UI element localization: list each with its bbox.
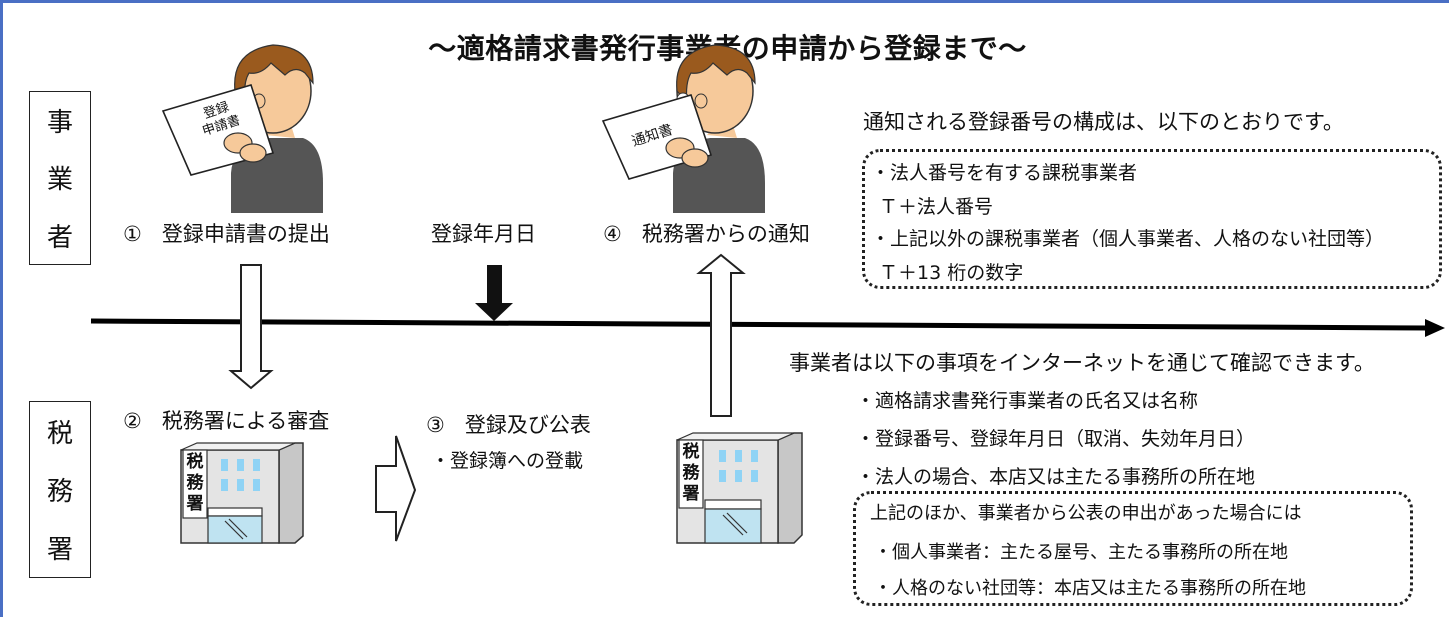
tax-office-label-box: 税 務 署 xyxy=(29,401,91,578)
internet-intro: 事業者は以下の事項をインターネットを通じて確認できます。 xyxy=(789,351,1375,375)
step3-text: 登録及び公表 xyxy=(464,413,591,437)
diagram-graphics xyxy=(90,44,1445,544)
sign-char: 署 xyxy=(682,484,700,504)
step1-number: ① xyxy=(123,222,142,246)
number-box-line4: Ｔ＋13 桁の数字 xyxy=(879,262,1024,284)
business-char: 者 xyxy=(46,222,73,253)
person-left-figure xyxy=(161,44,323,213)
internet-item-3: ・法人の場合、本店又は主たる事務所の所在地 xyxy=(856,466,1256,488)
tax-office-char: 署 xyxy=(46,535,73,566)
registration-number-box: ・法人番号を有する課税事業者 Ｔ＋法人番号 ・上記以外の課税事業者（個人事業者、… xyxy=(862,149,1442,289)
timeline-arrow xyxy=(90,318,1445,337)
sign-char: 税 xyxy=(186,452,204,472)
review-right-arrow xyxy=(375,435,417,542)
step4-label: ④ 税務署からの通知 xyxy=(603,218,810,248)
internet-item-2: ・登録番号、登録年月日（取消、失効年月日） xyxy=(856,428,1256,450)
business-char: 業 xyxy=(46,165,73,196)
tax-office-building-left xyxy=(180,442,304,544)
notice-intro: 通知される登録番号の構成は、以下のとおりです。 xyxy=(863,110,1344,134)
step2-number: ② xyxy=(123,409,142,433)
step1-text: 登録申請書の提出 xyxy=(161,222,330,246)
submit-down-arrow xyxy=(228,264,274,390)
step2-label: ② 税務署による審査 xyxy=(123,405,329,435)
tax-office-char: 税 xyxy=(46,418,73,449)
sign-char: 務 xyxy=(682,463,700,483)
extra-box-line3: ・人格のない社団等：本店又は主たる事務所の所在地 xyxy=(874,578,1306,599)
number-box-line1: ・法人番号を有する課税事業者 xyxy=(871,162,1138,184)
step4-text: 税務署からの通知 xyxy=(641,222,810,246)
sign-char: 税 xyxy=(682,442,700,462)
person-right-figure xyxy=(601,44,765,213)
business-label-box: 事 業 者 xyxy=(29,91,91,265)
tax-office-char: 務 xyxy=(46,476,73,507)
building-sign-left: 税 務 署 xyxy=(183,452,207,515)
sign-char: 署 xyxy=(186,494,204,514)
building-sign-right: 税 務 署 xyxy=(679,442,703,505)
internet-item-1: ・適格請求書発行事業者の氏名又は名称 xyxy=(856,390,1199,412)
registration-date-arrow xyxy=(475,265,513,321)
step4-number: ④ xyxy=(603,222,622,246)
number-box-line3: ・上記以外の課税事業者（個人事業者、人格のない社団等） xyxy=(871,228,1385,250)
business-char: 事 xyxy=(46,108,73,139)
registration-date-label: 登録年月日 xyxy=(431,222,536,246)
number-box-line2: Ｔ＋法人番号 xyxy=(879,196,994,218)
step3-label: ③ 登録及び公表 xyxy=(426,409,591,439)
step3-number: ③ xyxy=(426,413,445,437)
tax-office-building-right xyxy=(676,432,803,544)
step2-text: 税務署による審査 xyxy=(161,409,330,433)
optional-publication-box: 上記のほか、事業者から公表の申出があった場合には ・個人事業者：主たる屋号、主た… xyxy=(853,491,1413,606)
notify-up-arrow xyxy=(696,253,746,417)
extra-box-line1: 上記のほか、事業者から公表の申出があった場合には xyxy=(870,503,1302,524)
step1-label: ① 登録申請書の提出 xyxy=(123,218,330,248)
step3-sub: ・登録簿への登載 xyxy=(431,450,584,472)
sign-char: 務 xyxy=(186,473,204,493)
extra-box-line2: ・個人事業者：主たる屋号、主たる事務所の所在地 xyxy=(874,542,1288,563)
